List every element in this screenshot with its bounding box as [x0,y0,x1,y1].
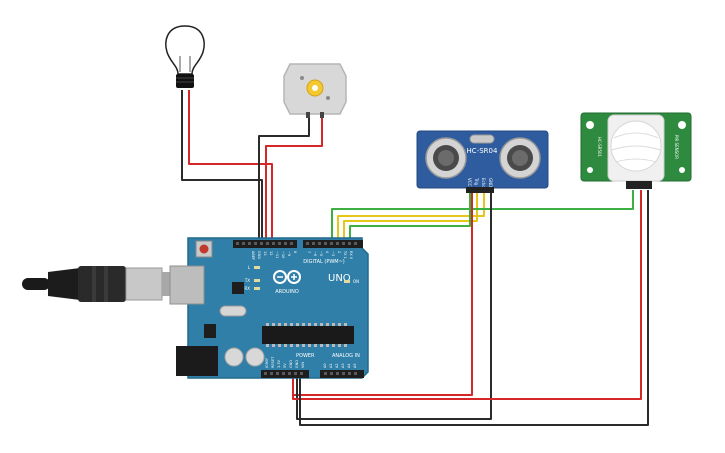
pin-label-10: ~10 [281,251,285,258]
led-label-rx: RX [244,286,250,291]
sensor-model-label: HC-SR04 [467,147,498,155]
pin-label-3v3: 3.3V [277,359,281,368]
pin-label-gnd: GND [257,251,261,259]
led-label-tx: TX [244,278,250,283]
pin-label-8: 8 [293,251,297,253]
pir-out-wire-green[interactable] [331,190,634,244]
usb-chip [232,282,244,294]
transducer-left [425,137,467,179]
status-leds: L TX RX ON [244,265,359,291]
ultrasonic-sensor[interactable]: HC-SR04 VCC Trig Echo GND [416,130,549,193]
pin-label-9: ~9 [287,251,291,256]
usb-cable[interactable] [22,266,170,302]
pin-label-11: ~11 [275,251,279,258]
pin-label-ioref: IOREF [265,358,269,368]
pin-label-gnd1: GND [289,360,293,368]
brand-label: ARDUINO [275,289,299,295]
pin-label-4: 4 [325,251,329,254]
sonar-echo-wire-yellow[interactable] [343,192,478,244]
capacitor-left [224,347,244,367]
arduino-uno[interactable]: AREF GND 13 12 ~11 ~10 ~9 8 7 ~6 ~5 4 ~3… [169,237,369,379]
voltage-regulator [204,324,216,338]
power-label: POWER [296,353,315,359]
sonar-gnd-wire-black[interactable] [296,192,492,420]
pin-label-tx: TX 1 [343,250,347,259]
pin-label-gnd2: GND [295,360,299,368]
pin-label-13: 13 [263,251,267,255]
analog-label: ANALOG IN [332,353,360,359]
analog-pin-labels: A0 A1 A2 A3 A4 A5 [323,363,357,368]
pin-label-echo: Echo [481,178,486,188]
pin-label-5: ~5 [319,251,323,256]
sonar-pin-header [466,187,494,193]
pin-label-3: ~3 [331,251,335,256]
sonar-pin-labels: VCC Trig Echo GND [467,177,493,188]
digital-header-left [233,240,297,248]
pin-label-vcc: VCC [467,178,472,187]
pin-label-a0: A0 [323,363,327,368]
bulb-wire-black[interactable] [181,90,263,244]
crystal [219,305,247,317]
pin-label-2: 2 [337,251,341,253]
bulb-wire-red[interactable] [188,90,273,244]
digital-pin-labels: AREF GND 13 12 ~11 ~10 ~9 8 7 ~6 ~5 4 ~3… [251,250,353,260]
bottom-header-pins [264,372,357,375]
motor-wire-red[interactable] [265,116,323,244]
transducer-right [499,137,541,179]
power-pin-labels: IOREF RESET 3.3V 5V GND GND VIN [265,356,305,368]
dc-motor[interactable] [283,63,347,118]
motor-wire-black[interactable] [258,116,310,244]
pir-sensor[interactable]: HC-SR501 PIR SENSOR [580,112,692,189]
digital-header-pins [236,242,357,245]
sonar-trig-wire-yellow[interactable] [337,192,485,244]
on-led-label: ON [353,279,359,284]
model-label: UNO [328,273,351,284]
pir-side-label-right: PIR SENSOR [674,135,679,159]
pin-label-5v: 5V [283,363,287,368]
pir-pin-header [626,181,652,189]
pin-label-a1: A1 [329,363,333,368]
pin-label-rx: RX 0 [349,251,353,259]
pin-label-6: ~6 [313,251,317,256]
pin-label-a3: A3 [341,363,345,368]
pir-side-label-left: HC-SR501 [597,137,602,158]
pin-label-12: 12 [269,251,273,255]
arduino-logo [273,270,301,284]
reset-button-cap[interactable] [199,244,209,254]
pin-label-7: 7 [307,251,311,253]
pir-vcc-wire-red[interactable] [292,190,642,400]
pir-gnd-wire-black[interactable] [299,190,649,426]
sonar-wire-green[interactable] [349,192,471,244]
atmega-chip [262,323,354,347]
pir-dome [607,114,665,182]
pin-label-a5: A5 [353,363,357,368]
led-label-l: L [248,265,251,270]
pin-label-a2: A2 [335,363,339,368]
pin-label-reset: RESET [271,356,275,368]
pin-label-vin: VIN [301,362,305,368]
power-jack [176,346,218,376]
wires [181,90,649,426]
pin-label-aref: AREF [251,251,255,260]
pin-label-gnd: GND [488,178,493,187]
pin-label-a4: A4 [347,363,351,368]
capacitor-right [245,347,265,367]
usb-jack [169,265,205,305]
digital-label: DIGITAL (PWM~) [303,259,345,265]
light-bulb[interactable] [165,25,205,88]
pin-label-trig: Trig [474,177,479,186]
